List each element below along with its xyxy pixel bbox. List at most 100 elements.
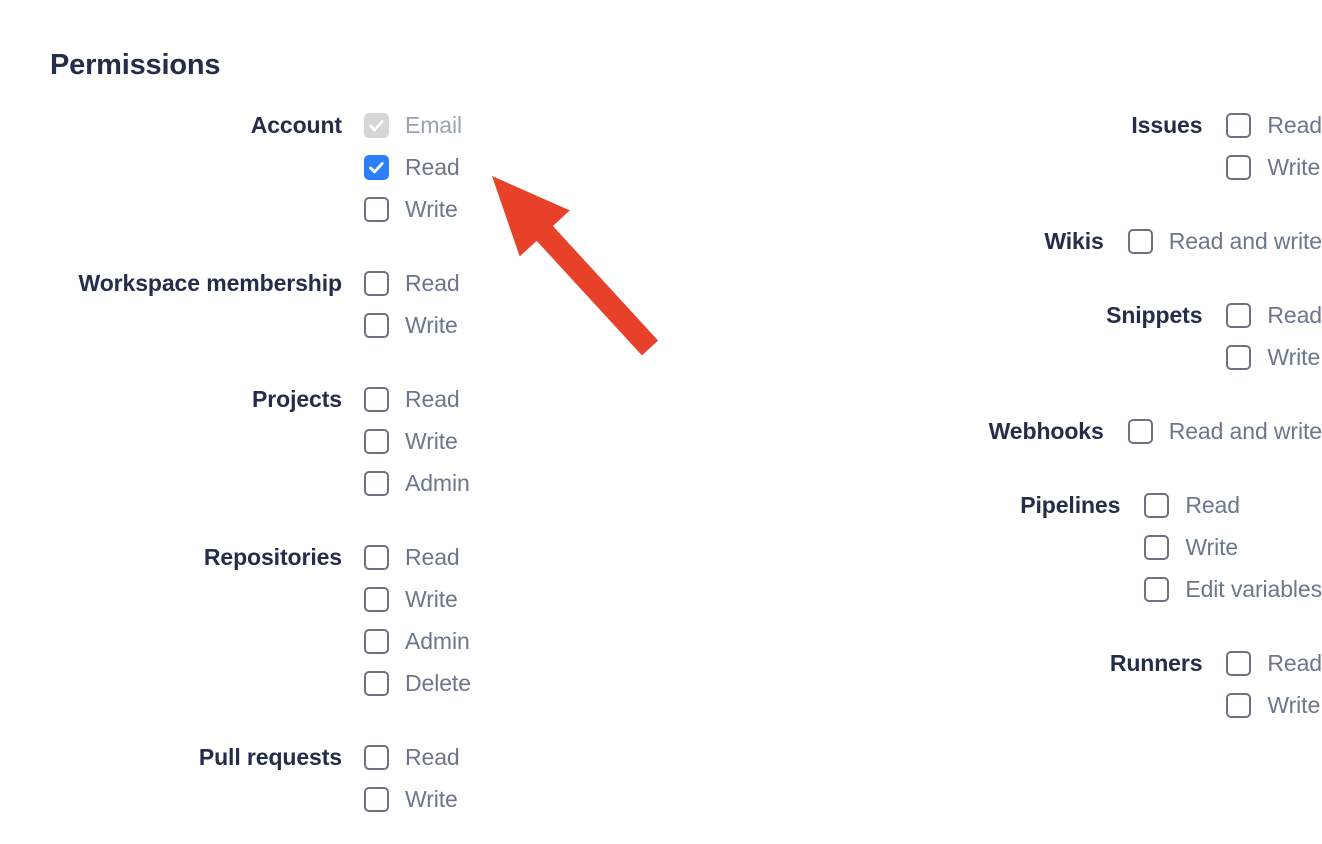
checkbox-row-repositories-delete[interactable]: Delete	[364, 662, 471, 704]
checkbox-label-repositories-write: Write	[405, 586, 458, 612]
checkbox-label-webhooks-read-and-write: Read and write	[1168, 418, 1322, 444]
checkbox-label-runners-read: Read	[1267, 650, 1322, 676]
checkbox-issues-write-icon[interactable]	[1226, 154, 1252, 180]
checkbox-label-snippets-write: Write	[1267, 344, 1321, 370]
checkbox-pipelines-write-icon[interactable]	[1144, 534, 1170, 560]
checkbox-workspace-membership-write-icon[interactable]	[364, 312, 389, 338]
group-label-workspace-membership: Workspace membership	[78, 270, 343, 296]
checkbox-row-runners-read[interactable]: Read	[1226, 642, 1322, 684]
checkbox-row-webhooks-read-and-write[interactable]: Read and write	[1127, 410, 1322, 452]
checkbox-label-issues-read: Read	[1267, 112, 1322, 138]
checkbox-row-issues-write[interactable]: Write	[1226, 146, 1322, 188]
checkbox-row-projects-read[interactable]: Read	[364, 378, 470, 420]
checkbox-account-read-icon[interactable]	[364, 154, 389, 180]
checkbox-label-issues-write: Write	[1267, 154, 1321, 180]
checkbox-projects-write-icon[interactable]	[364, 428, 389, 454]
checkbox-webhooks-read-and-write-icon[interactable]	[1127, 418, 1153, 444]
checkbox-projects-read-icon[interactable]	[364, 386, 389, 412]
checkbox-account-write-icon[interactable]	[364, 196, 389, 222]
checkbox-label-repositories-admin: Admin	[405, 628, 470, 654]
checkbox-label-pull-requests-write: Write	[405, 786, 458, 812]
checkbox-snippets-read-icon[interactable]	[1226, 302, 1252, 328]
group-label-snippets: Snippets	[1106, 302, 1203, 328]
checkbox-workspace-membership-read-icon[interactable]	[364, 270, 389, 296]
checkbox-row-repositories-admin[interactable]: Admin	[364, 620, 471, 662]
checkbox-repositories-write-icon[interactable]	[364, 586, 389, 612]
checkbox-row-account-read[interactable]: Read	[364, 146, 462, 188]
checkbox-row-snippets-write[interactable]: Write	[1226, 336, 1322, 378]
checkbox-pipelines-read-icon[interactable]	[1144, 492, 1170, 518]
checkbox-row-workspace-membership-read[interactable]: Read	[364, 262, 460, 304]
checkbox-projects-admin-icon[interactable]	[364, 470, 389, 496]
checkbox-label-pull-requests-read: Read	[405, 744, 460, 770]
checkbox-row-runners-write[interactable]: Write	[1226, 684, 1322, 726]
group-label-runners: Runners	[1109, 650, 1203, 676]
checkbox-row-account-email: Email	[364, 104, 462, 146]
option-list-wikis: Read and write	[1127, 220, 1322, 262]
checkbox-row-issues-read[interactable]: Read	[1226, 104, 1322, 146]
checkbox-label-snippets-read: Read	[1267, 302, 1322, 328]
checkbox-label-account-write: Write	[405, 196, 458, 222]
checkbox-row-pipelines-write[interactable]: Write	[1144, 526, 1322, 568]
checkbox-label-workspace-membership-write: Write	[405, 312, 458, 338]
checkbox-wikis-read-and-write-icon[interactable]	[1127, 228, 1153, 254]
checkbox-row-workspace-membership-write[interactable]: Write	[364, 304, 460, 346]
checkbox-pull-requests-write-icon[interactable]	[364, 786, 389, 812]
checkbox-runners-read-icon[interactable]	[1226, 650, 1252, 676]
checkbox-row-wikis-read-and-write[interactable]: Read and write	[1127, 220, 1322, 262]
checkbox-repositories-admin-icon[interactable]	[364, 628, 389, 654]
checkbox-row-repositories-write[interactable]: Write	[364, 578, 471, 620]
checkbox-row-projects-admin[interactable]: Admin	[364, 462, 470, 504]
checkbox-label-pipelines-edit-variables: Edit variables	[1185, 576, 1322, 602]
checkbox-pipelines-edit-variables-icon[interactable]	[1144, 576, 1170, 602]
checkbox-row-projects-write[interactable]: Write	[364, 420, 470, 462]
group-label-repositories: Repositories	[203, 544, 342, 570]
checkbox-runners-write-icon[interactable]	[1226, 692, 1252, 718]
checkbox-row-account-write[interactable]: Write	[364, 188, 462, 230]
group-label-issues: Issues	[1131, 112, 1203, 138]
checkbox-pull-requests-read-icon[interactable]	[364, 744, 389, 770]
checkbox-label-projects-admin: Admin	[405, 470, 470, 496]
checkbox-label-projects-write: Write	[405, 428, 458, 454]
checkbox-account-email-icon	[364, 112, 389, 138]
option-list-webhooks: Read and write	[1127, 410, 1322, 452]
checkbox-row-pipelines-read[interactable]: Read	[1144, 484, 1322, 526]
checkbox-label-account-email: Email	[405, 112, 463, 138]
checkbox-label-wikis-read-and-write: Read and write	[1168, 228, 1322, 254]
checkbox-issues-read-icon[interactable]	[1226, 112, 1252, 138]
checkbox-row-repositories-read[interactable]: Read	[364, 536, 471, 578]
checkbox-repositories-read-icon[interactable]	[364, 544, 389, 570]
checkbox-repositories-delete-icon[interactable]	[364, 670, 389, 696]
checkbox-label-repositories-read: Read	[405, 544, 460, 570]
checkbox-row-pipelines-edit-variables[interactable]: Edit variables	[1144, 568, 1322, 610]
checkbox-label-account-read: Read	[405, 154, 460, 180]
checkbox-label-runners-write: Write	[1267, 692, 1321, 718]
checkbox-row-snippets-read[interactable]: Read	[1226, 294, 1322, 336]
checkbox-snippets-write-icon[interactable]	[1226, 344, 1252, 370]
checkbox-row-pull-requests-read[interactable]: Read	[364, 736, 460, 778]
checkbox-row-pull-requests-write[interactable]: Write	[364, 778, 460, 820]
